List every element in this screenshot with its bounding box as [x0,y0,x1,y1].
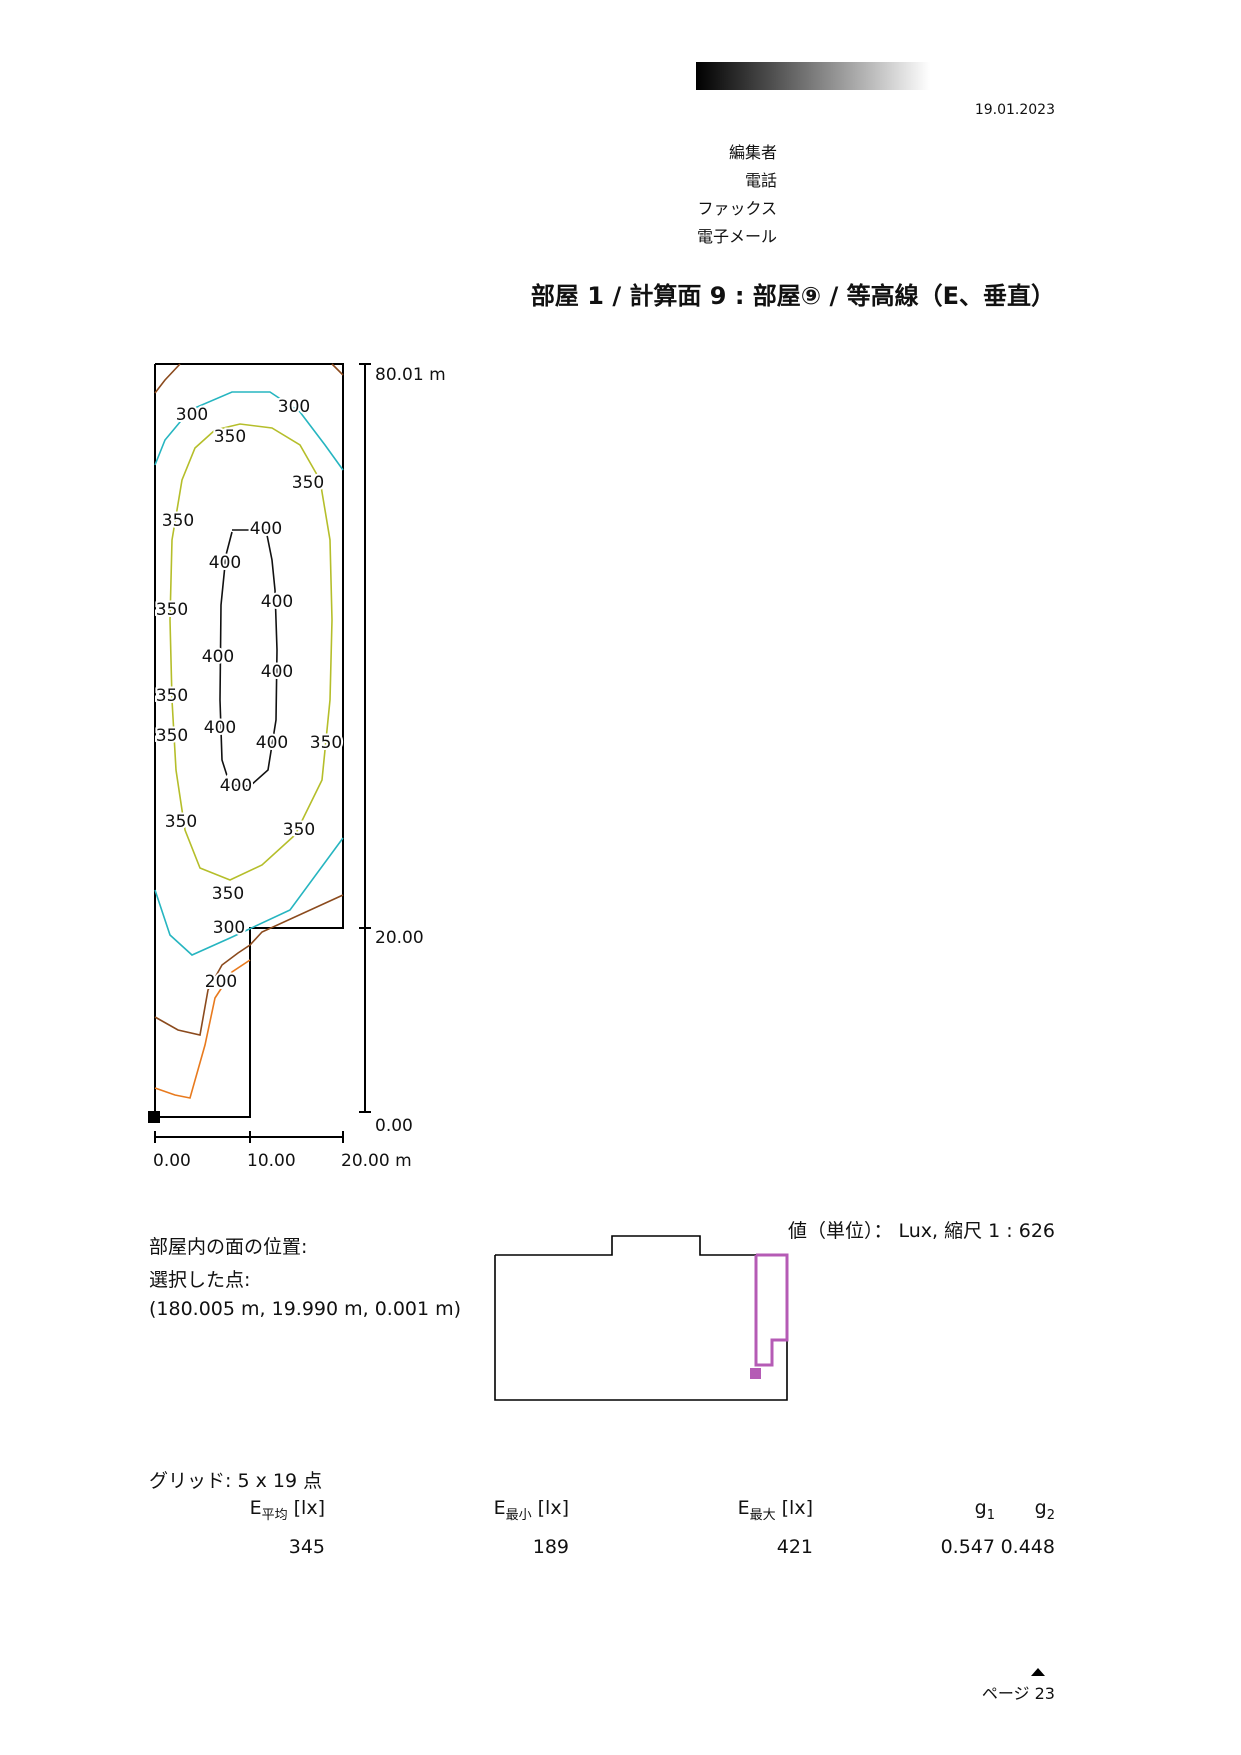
email-label: 電子メール [696,227,777,246]
contour-350 [169,423,333,881]
grid-label: グリッド: 5 x 19 点 [149,1470,323,1492]
contour-label: 350 [310,733,342,753]
key-plan-highlight [754,1253,789,1367]
y-axis-label-bottom: 0.00 [375,1116,413,1136]
contour-label: 350 [156,600,188,620]
fax-label: ファックス [697,199,777,218]
contour-250-topleft [154,363,181,394]
contour-label: 350 [165,812,197,832]
contour-label: 400 [202,647,234,667]
units-scale: 値（単位）： Lux, 縮尺 1 : 626 [787,1220,1055,1242]
x-axis-label: 20.00 m [341,1151,412,1171]
contour-250-bottom [154,894,344,1036]
contour-label: 400 [204,718,236,738]
contour-label: 350 [214,427,246,447]
x-axis [154,1131,344,1143]
contour-label: 400 [220,776,252,796]
editor-label: 編集者 [728,143,777,162]
value-e-avg: 345 [288,1536,325,1558]
contour-label: 350 [162,511,194,531]
contour-label: 350 [156,726,188,746]
key-plan-selected-point [750,1368,761,1379]
report-date: 19.01.2023 [974,102,1055,118]
page-number: ページ 23 [981,1684,1055,1703]
header-e-max: E最大 [lx] [737,1497,813,1523]
contour-label: 400 [250,519,282,539]
y-axis-label-top: 80.01 m [375,365,446,385]
selected-point-label: 選択した点: [149,1269,251,1291]
contour-label: 200 [205,972,237,992]
contour-label: 400 [256,733,288,753]
y-axis-label-mid: 20.00 [375,928,424,948]
contour-label: 350 [212,884,244,904]
y-axis [359,363,371,1113]
contour-250-topright [331,363,344,376]
company-logo [696,62,930,90]
value-e-max: 421 [776,1536,813,1558]
key-plan-outline [494,1235,788,1401]
header-g2: g2 [1034,1497,1055,1523]
arrow-up-icon [1031,1668,1045,1676]
value-g1: 0.547 [940,1536,995,1558]
contour-label: 400 [261,662,293,682]
header-e-avg: E平均 [lx] [249,1497,325,1523]
contour-300-top [154,391,344,471]
phone-label: 電話 [744,171,777,190]
contour-label: 350 [156,686,188,706]
header-g1: g1 [974,1497,995,1523]
contour-label: 350 [283,820,315,840]
page-title: 部屋 1 / 計算面 9 : 部屋⑨ / 等高線（E、垂直） [530,282,1055,310]
contour-label: 300 [176,405,208,425]
value-e-min: 189 [532,1536,569,1558]
contour-label: 400 [261,592,293,612]
contour-label: 300 [213,918,245,938]
contour-200 [154,959,251,1099]
contour-label: 350 [292,473,324,493]
value-g2: 0.448 [1000,1536,1055,1558]
contour-400 [219,529,278,787]
x-axis-label: 0.00 [153,1151,191,1171]
position-label: 部屋内の面の位置: [149,1236,308,1258]
contour-label: 400 [209,553,241,573]
header-e-min: E最小 [lx] [493,1497,569,1523]
contour-label: 300 [278,397,310,417]
x-axis-label: 10.00 [247,1151,296,1171]
origin-marker [148,1111,160,1123]
selected-point-coords: (180.005 m, 19.990 m, 0.001 m) [149,1298,462,1320]
contour-300-bottom [154,837,344,956]
